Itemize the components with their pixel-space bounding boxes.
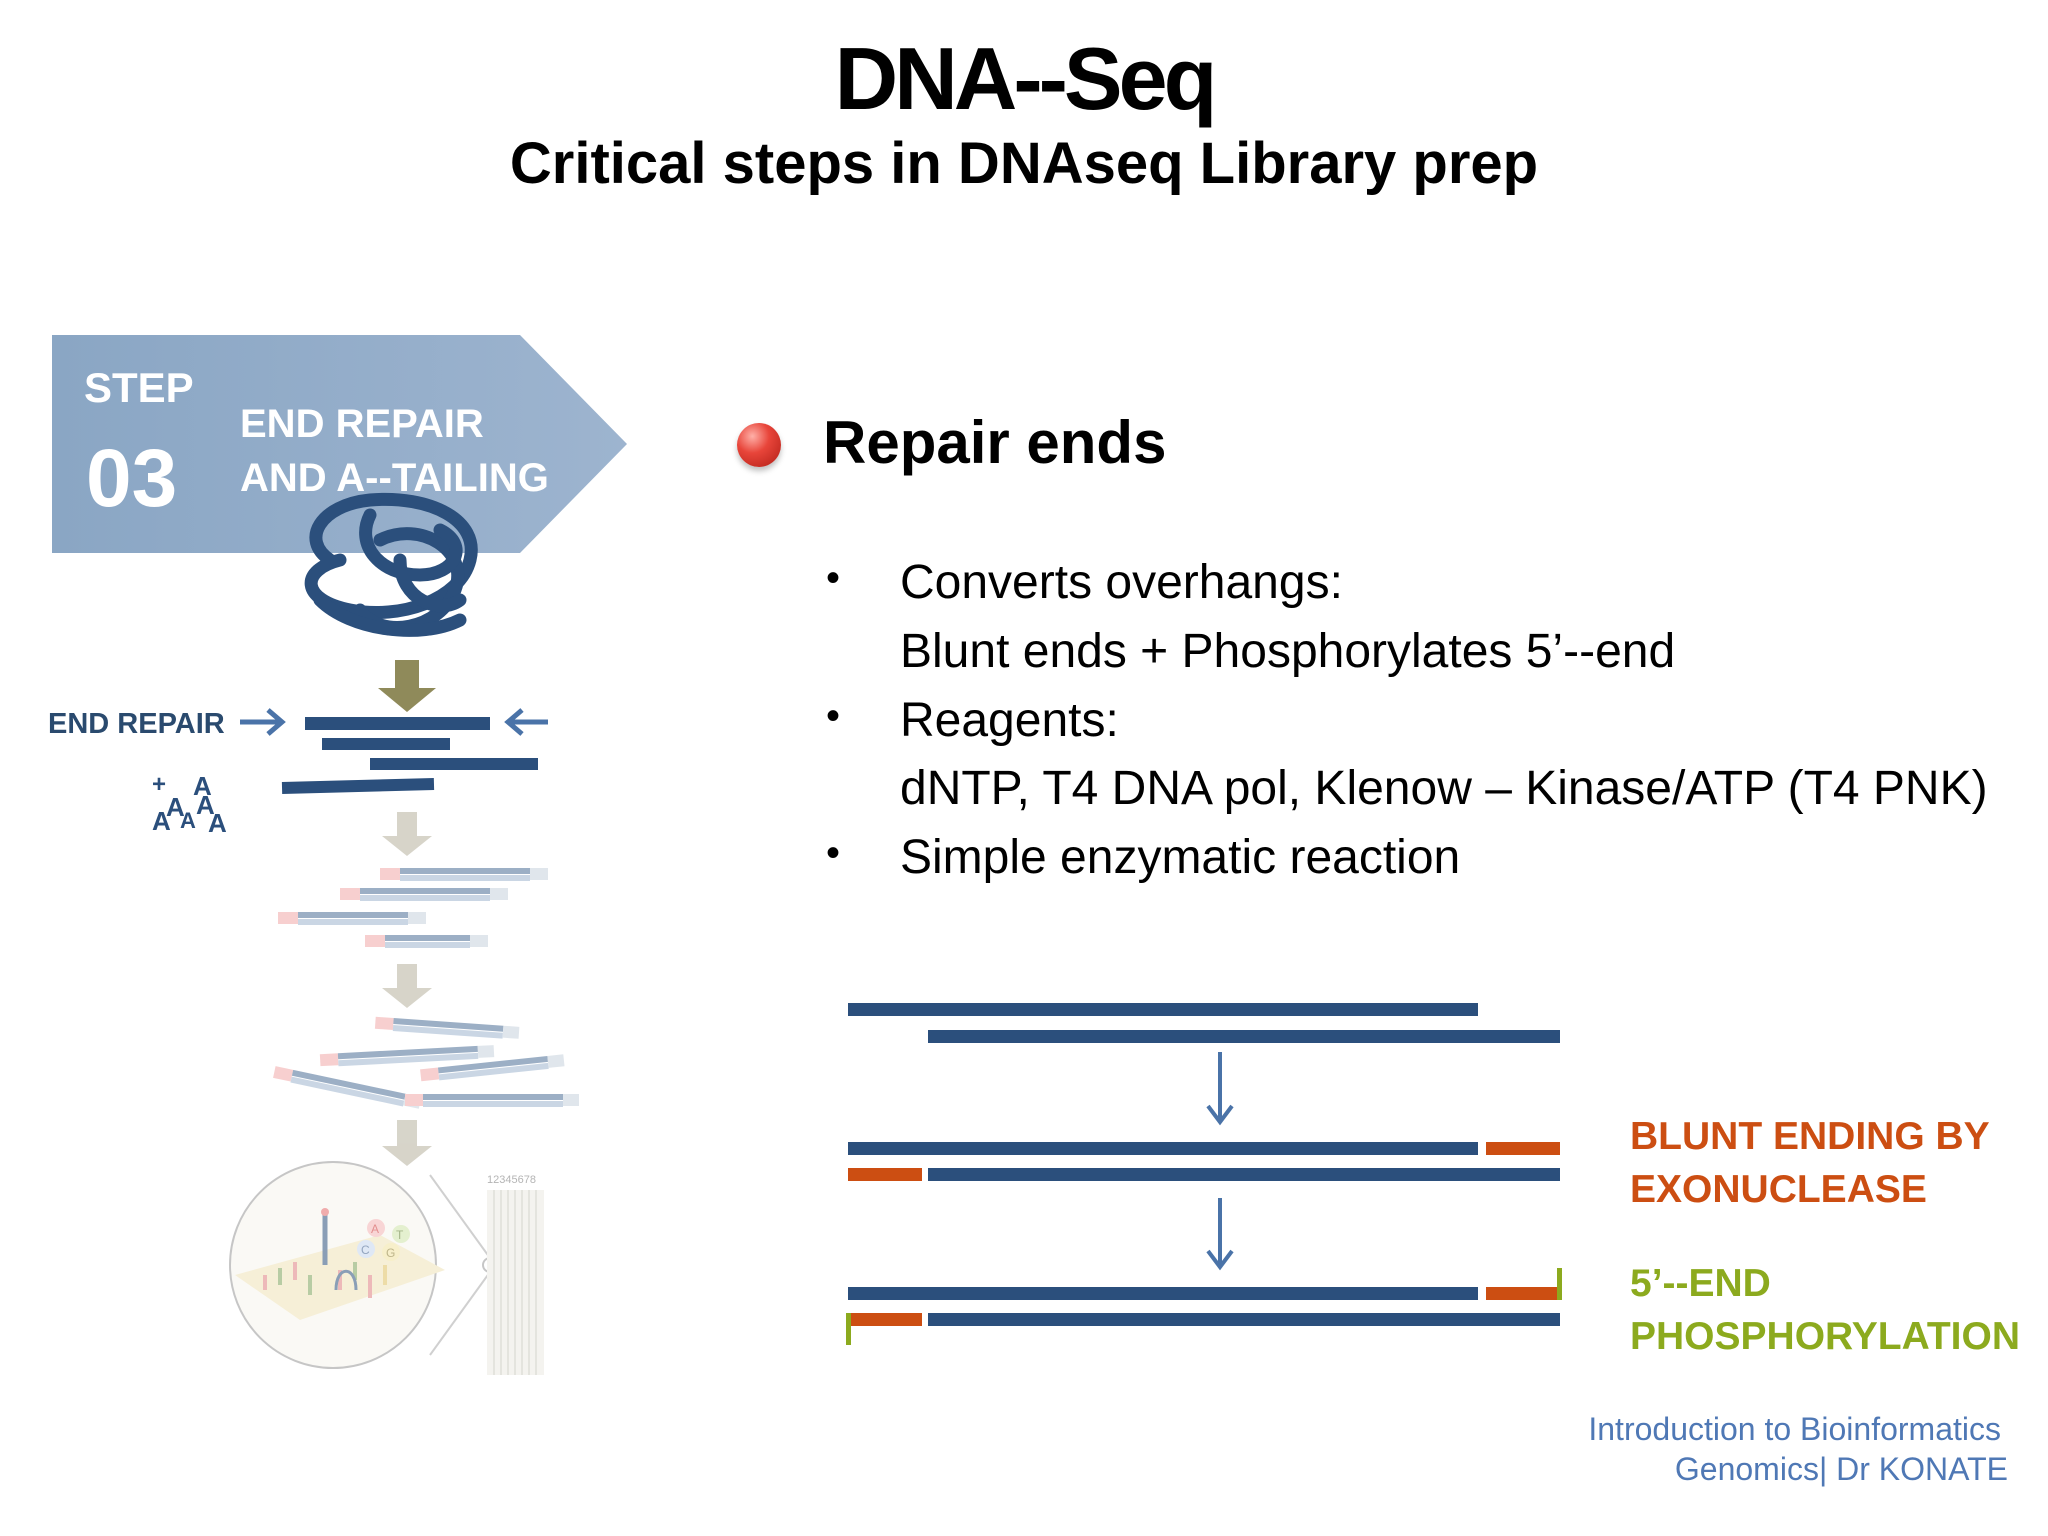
step-banner: [52, 335, 627, 553]
sequencing-illustration: A T C G 12345678: [229, 1161, 544, 1375]
right-arrow-icon: [240, 708, 286, 736]
base-label: A: [371, 1222, 379, 1236]
phosphorylation-label: 5’--END: [1630, 1262, 1771, 1305]
down-arrow-icon: [378, 660, 436, 712]
base-label: C: [361, 1243, 370, 1257]
step-number: 03: [86, 433, 178, 524]
blunt-ending-label: BLUNT ENDING BY: [1630, 1115, 1990, 1158]
step-title-line1: END REPAIR: [240, 402, 484, 446]
a-letter: A: [180, 808, 196, 833]
bullet-icon: •: [826, 556, 841, 600]
end-repair-strands: [281, 717, 538, 794]
bullet-text: dNTP, T4 DNA pol, Klenow – Kinase/ATP (T…: [900, 762, 1988, 815]
phosphorylated-strands: [846, 1268, 1562, 1345]
step-word: STEP: [84, 364, 194, 411]
slide-title: DNA--Seq: [834, 29, 1218, 128]
section-heading: Repair ends: [823, 409, 1167, 476]
a-letter: A: [166, 792, 185, 822]
blunt-ending-label: EXONUCLEASE: [1630, 1168, 1927, 1211]
bullet-icon: •: [826, 694, 841, 738]
bullet-text: Blunt ends + Phosphorylates 5’--end: [900, 625, 1676, 678]
left-arrow-icon: [504, 708, 548, 736]
down-arrow-icon: [382, 1120, 432, 1166]
tangled-dna-icon: [304, 492, 478, 637]
down-arrow-icon: [1206, 1052, 1234, 1126]
down-arrow-icon: [382, 812, 432, 856]
dna-overhang-strands: [848, 1003, 1560, 1043]
bullet-text: Simple enzymatic reaction: [900, 831, 1461, 884]
a-letter: A: [208, 808, 227, 838]
footer-course: Introduction to Bioinformatics: [1588, 1411, 2001, 1447]
down-arrow-icon: [382, 964, 432, 1008]
base-label: T: [396, 1228, 404, 1242]
library-prep-diagram: + A A A A A A: [152, 492, 579, 1375]
slide-subtitle: Critical steps in DNAseq Library prep: [509, 131, 1539, 196]
lane-numbers: 12345678: [487, 1174, 536, 1186]
bullet-text: Converts overhangs:: [900, 556, 1343, 609]
bullet-icon: •: [826, 831, 841, 875]
base-label: G: [386, 1246, 395, 1260]
blunt-strands: [848, 1142, 1560, 1181]
red-bullet-icon: [737, 423, 781, 467]
step-title-line2: AND A--TAILING: [240, 456, 549, 500]
down-arrow-icon: [1206, 1198, 1234, 1271]
phosphorylation-label: PHOSPHORYLATION: [1630, 1315, 2021, 1358]
end-repair-strand-diagram: [846, 1003, 1562, 1345]
adapter-fragments: [278, 868, 548, 948]
a-letter: A: [196, 790, 215, 820]
a-letter: A: [152, 806, 171, 836]
a-letter: A: [193, 771, 212, 801]
bullet-text: Reagents:: [900, 694, 1119, 747]
footer-author: Genomics| Dr KONATE: [1674, 1451, 2008, 1487]
end-repair-label: END REPAIR: [48, 708, 225, 740]
scattered-fragments: [273, 1016, 579, 1109]
plus-sign: +: [152, 771, 166, 798]
